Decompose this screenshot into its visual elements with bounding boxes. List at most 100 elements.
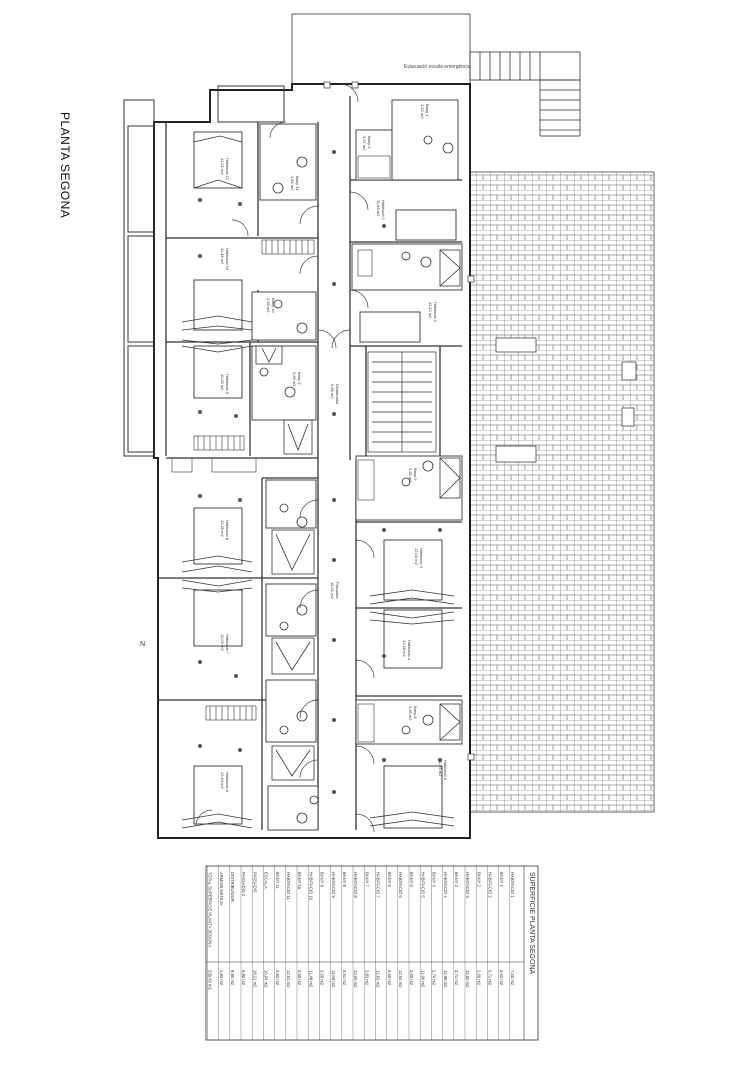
- room-area: 13,69 m2: [220, 520, 225, 537]
- room-label: Bany 10: [271, 298, 276, 313]
- room-area: 9,86 m2: [330, 384, 335, 399]
- table-row-value: 3,82 m2: [275, 970, 280, 986]
- room-labels: Habitació 11 12,01 m2 Bany 11 3,82 m2 Ha…: [220, 104, 448, 793]
- room-label: Habitació 1: [381, 200, 386, 221]
- room-label: Habitació 9: [225, 374, 230, 395]
- room-label: Habitació 7: [225, 634, 230, 655]
- room-area: 11,96 m2: [438, 760, 443, 777]
- room-area: 3,82 m2: [290, 176, 295, 191]
- table-row-value: 18,21 m2: [252, 970, 257, 988]
- table-row-value: 11,96 m2: [420, 970, 425, 988]
- shower-trays: [255, 249, 461, 781]
- table-row-value: 3,55 m2: [297, 970, 302, 986]
- table-row-value: 6,80 m2: [241, 970, 246, 986]
- table-row-value: 7,50 m2: [510, 970, 515, 986]
- table-row-label: HABITACIÓ 4: [443, 872, 448, 898]
- room-area: 12,64 m2: [220, 772, 225, 789]
- table-title: SUPERFICIE PLANTA SEGONA: [528, 872, 535, 975]
- room-label: Habitació 6: [225, 772, 230, 793]
- table-row-value: 12,01 m2: [286, 970, 291, 988]
- table-row-value: 9,86 m2: [230, 970, 235, 986]
- bed-pillows: [181, 135, 455, 829]
- table-row-label: BANY 4: [432, 872, 437, 887]
- room-area: 12,02 m2: [220, 634, 225, 651]
- light-points: [198, 150, 442, 794]
- room-label: Habitació 8: [225, 520, 230, 541]
- left-balconies: [123, 85, 285, 457]
- roof-vents: [495, 337, 637, 463]
- door-swings: [195, 83, 375, 833]
- table-row-value: 1,83 m2: [219, 970, 224, 986]
- table-row-value: 12,00 m2: [465, 970, 470, 988]
- main-staircase: [367, 351, 437, 453]
- north-mark: N: [140, 641, 145, 648]
- table-row-label: ESCALA: [264, 872, 269, 889]
- table-row-value: 2,60 m2: [476, 970, 481, 986]
- room-label: Habitació 10: [225, 248, 230, 271]
- table-row-label: HABITACIÓ 6: [398, 872, 403, 898]
- table-row-label: HABITACIÓ 10: [308, 872, 313, 901]
- room-label: Distribuïdor: [335, 384, 340, 405]
- table-row-label: BANY 2: [476, 872, 481, 887]
- room-area: 3,67 m2: [362, 136, 367, 151]
- room-label: Habitació 5: [443, 760, 448, 781]
- room-area: 11,42 m2: [428, 302, 433, 319]
- room-label: Habitació 2: [433, 302, 438, 323]
- room-area: 12,00 m2: [414, 548, 419, 565]
- room-label: Passadís: [335, 582, 340, 598]
- table-row-label: BANY 5: [409, 872, 414, 887]
- wardrobes: [171, 155, 391, 743]
- room-label: Habitació 11: [225, 158, 230, 181]
- room-label: Bany 1: [425, 104, 430, 117]
- table-row-label: BANY 11: [275, 872, 280, 890]
- table-row-label: BANY 7: [364, 872, 369, 887]
- table-row-label: BANY 9: [320, 872, 325, 887]
- room-area: 12,98 m2: [402, 640, 407, 657]
- stair-note: Evacuació escala emergència: [404, 64, 471, 70]
- table-row-label: HABITACIÓ 5: [420, 872, 425, 898]
- table-row-value: 3,62 m2: [499, 970, 504, 986]
- table-row-label: BANY 3: [454, 872, 459, 887]
- table-row-value: 3,65 m2: [409, 970, 414, 986]
- table-row-label: HABITACIÓ 3: [465, 872, 470, 898]
- room-label: Bany 9: [297, 372, 302, 385]
- table-row-label: PASSADÍS 2: [241, 872, 246, 897]
- table-row-label: BANY 6: [387, 872, 392, 887]
- beds: [193, 131, 457, 829]
- table-row-label: BANY 1: [499, 872, 504, 887]
- table-row-label: BANY 8: [342, 872, 347, 887]
- table-row-label: HABITACIÓ 7: [376, 872, 381, 898]
- room-label: Bany 2: [367, 136, 372, 149]
- room-area: 12,01 m2: [220, 158, 225, 175]
- room-area: 11,48 m2: [220, 248, 225, 265]
- room-label: Habitació 4: [407, 640, 412, 661]
- toilets: [259, 135, 454, 824]
- shaft-markers: [323, 81, 475, 761]
- table-row-value: 12,98 m2: [443, 970, 448, 988]
- table-row-label: HABITACIÓ 8: [353, 872, 358, 898]
- roof-tiles: [469, 171, 655, 813]
- room-label: Bany 11: [295, 176, 300, 191]
- table-row-value: 11,09 m2: [331, 970, 336, 988]
- room-area: 18,21 m2: [330, 582, 335, 599]
- room-area: 3,69 m2: [292, 372, 297, 387]
- table-row-label: HABITACIÓ 11: [286, 872, 291, 900]
- table-row-value: 3,71 m2: [454, 970, 459, 986]
- table-row-label: HABITACIÓ 2: [488, 872, 493, 898]
- table-row-value: 12,64 m2: [398, 970, 403, 988]
- room-area: 3,55 m2: [266, 298, 271, 313]
- table-row-value: 3,55 m2: [387, 970, 392, 986]
- table-row-value: 3,83 m2: [364, 970, 369, 986]
- building-outline: [153, 83, 471, 839]
- table-row-value: 3,69 m2: [320, 970, 325, 986]
- room-area: 11,09 m2: [220, 374, 225, 391]
- table-row-label: PASSADÍS: [252, 872, 257, 893]
- bathrooms: [251, 99, 463, 831]
- room-area: 3,55 m2: [408, 706, 413, 721]
- table-row-value: 11,48 m2: [308, 970, 313, 988]
- room-label: Habitació 3: [419, 548, 424, 569]
- table-row-label: ARMARI NETEJA: [219, 872, 224, 906]
- table-row-value: 10,54 m2: [264, 970, 269, 988]
- table-row-label: HABITACIÓ 9: [331, 872, 336, 898]
